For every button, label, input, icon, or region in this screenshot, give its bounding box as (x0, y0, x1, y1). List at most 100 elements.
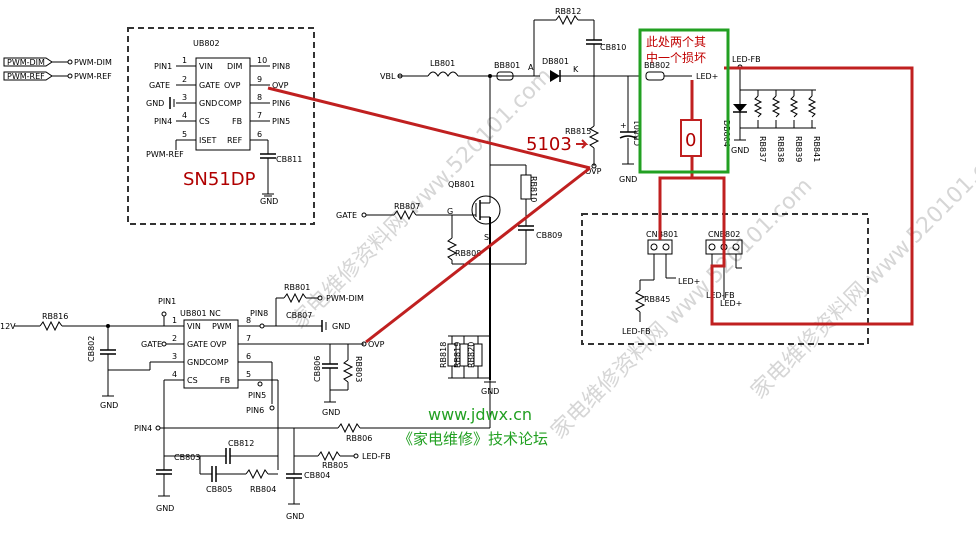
svg-text:5: 5 (246, 370, 251, 379)
svg-text:RB812: RB812 (555, 7, 581, 16)
svg-text:GND: GND (156, 504, 174, 513)
svg-text:此处两个其: 此处两个其 (646, 35, 706, 49)
svg-text:LED+: LED+ (696, 72, 718, 81)
svg-text:1: 1 (172, 316, 177, 325)
watermark-text: 家电维修资料网 www.520101.com (747, 133, 976, 404)
svg-text:GATE: GATE (199, 81, 220, 90)
svg-text:LED-FB: LED-FB (732, 55, 761, 64)
svg-text:OVP: OVP (272, 81, 289, 90)
svg-text:1: 1 (182, 56, 187, 65)
svg-text:LED-FB: LED-FB (706, 291, 735, 300)
svg-text:2: 2 (172, 334, 177, 343)
svg-text:CB809: CB809 (536, 231, 562, 240)
svg-text:CB812: CB812 (228, 439, 254, 448)
svg-text:GND: GND (322, 408, 340, 417)
svg-text:RB816: RB816 (42, 312, 68, 321)
svg-text:CB811: CB811 (276, 155, 302, 164)
svg-text:PIN6: PIN6 (246, 406, 264, 415)
ub802-ref: UB802 (193, 39, 220, 48)
svg-text:RB805: RB805 (322, 461, 348, 470)
svg-text:7: 7 (257, 111, 262, 120)
svg-text:8: 8 (257, 93, 262, 102)
svg-text:S: S (484, 233, 489, 242)
svg-text:LED+: LED+ (720, 299, 742, 308)
forum-name: 《家电维修》技术论坛 (398, 430, 548, 448)
svg-text:6: 6 (246, 352, 251, 361)
ub802-ic: UB802 1 VIN PIN1 2 GATE GATE 3 GND GND 4… (146, 39, 302, 206)
svg-text:CNB801: CNB801 (646, 230, 678, 239)
svg-text:COMP: COMP (205, 358, 229, 367)
pwm-ref-flag: PWM-REF (7, 72, 45, 81)
svg-text:RB818: RB818 (439, 342, 448, 368)
svg-text:REF: REF (227, 136, 243, 145)
svg-text:PWM: PWM (212, 322, 232, 331)
svg-text:GND: GND (260, 197, 278, 206)
svg-text:A: A (528, 63, 534, 72)
svg-text:RB820: RB820 (467, 342, 476, 368)
svg-text:GND: GND (199, 99, 217, 108)
svg-text:COMP: COMP (218, 99, 242, 108)
svg-text:UB801 NC: UB801 NC (180, 309, 221, 318)
svg-text:RB801: RB801 (284, 283, 310, 292)
svg-text:3: 3 (172, 352, 177, 361)
svg-text:RB815: RB815 (565, 127, 591, 136)
svg-text:GATE: GATE (141, 340, 162, 349)
svg-text:VBL: VBL (380, 72, 396, 81)
boost-power-path: VBL LB801 BB801 A DB801 K RB812 CB810 RB… (380, 7, 718, 184)
led-fb-resistor-bank: LED-FB DB804 GND RB837 RB838 RB839 RB841 (722, 55, 821, 162)
svg-text:CS: CS (187, 376, 198, 385)
damage-note: 此处两个其 中一个损坏 (638, 28, 730, 174)
svg-text:CB805: CB805 (206, 485, 232, 494)
svg-text:GND: GND (187, 358, 205, 367)
svg-text:GND: GND (100, 401, 118, 410)
sn51dp-label: SN51DP (183, 169, 256, 190)
svg-text:LED+: LED+ (678, 277, 700, 286)
svg-text:DB801: DB801 (542, 57, 569, 66)
svg-text:GND: GND (619, 175, 637, 184)
svg-text:CS: CS (199, 117, 210, 126)
svg-text:CB801: CB801 (633, 120, 642, 146)
svg-text:CB810: CB810 (600, 43, 626, 52)
svg-text:LED-FB: LED-FB (362, 452, 391, 461)
pwm-inputs: PWM-DIM PWM-DIM PWM-REF PWM-REF (3, 57, 112, 81)
svg-text:PIN8: PIN8 (250, 309, 268, 318)
svg-text:OVP: OVP (368, 340, 385, 349)
jumper-zero-label: 0 (685, 130, 696, 151)
svg-text:OVP: OVP (585, 167, 602, 176)
svg-text:+: + (620, 121, 627, 130)
svg-text:RB810: RB810 (529, 176, 538, 202)
ub802-dashed-box (127, 27, 315, 225)
svg-text:PWM-REF: PWM-REF (74, 72, 112, 81)
svg-text:3: 3 (182, 93, 187, 102)
svg-text:RB838: RB838 (776, 136, 785, 162)
svg-text:PWM-REF: PWM-REF (146, 150, 184, 159)
svg-text:RB804: RB804 (250, 485, 276, 494)
svg-text:QB801: QB801 (448, 180, 475, 189)
svg-text:PWM-DIM: PWM-DIM (74, 58, 112, 67)
svg-text:LB801: LB801 (430, 59, 455, 68)
pwm-dim-flag: PWM-DIM (7, 58, 45, 67)
svg-text:CB803: CB803 (174, 453, 200, 462)
svg-text:RB819: RB819 (453, 342, 462, 368)
svg-text:RB806: RB806 (346, 434, 372, 443)
svg-text:RB807: RB807 (394, 202, 420, 211)
svg-text:RB841: RB841 (812, 136, 821, 162)
svg-text:VIN: VIN (187, 322, 201, 331)
svg-text:ISET: ISET (199, 136, 216, 145)
svg-text:GND: GND (286, 512, 304, 521)
red-annotation-wires: 0 5103 (267, 66, 914, 344)
svg-text:12V: 12V (0, 322, 16, 331)
svg-text:CB806: CB806 (313, 356, 322, 382)
svg-text:K: K (573, 65, 579, 74)
svg-text:OVP: OVP (224, 81, 241, 90)
svg-text:RB845: RB845 (644, 295, 670, 304)
svg-text:10: 10 (257, 56, 267, 65)
svg-text:RB839: RB839 (794, 136, 803, 162)
site-url: www.jdwx.cn (428, 405, 532, 424)
svg-text:CB807: CB807 (286, 311, 312, 320)
svg-text:PIN8: PIN8 (272, 62, 290, 71)
svg-text:BB801: BB801 (494, 61, 520, 70)
svg-text:7: 7 (246, 334, 251, 343)
